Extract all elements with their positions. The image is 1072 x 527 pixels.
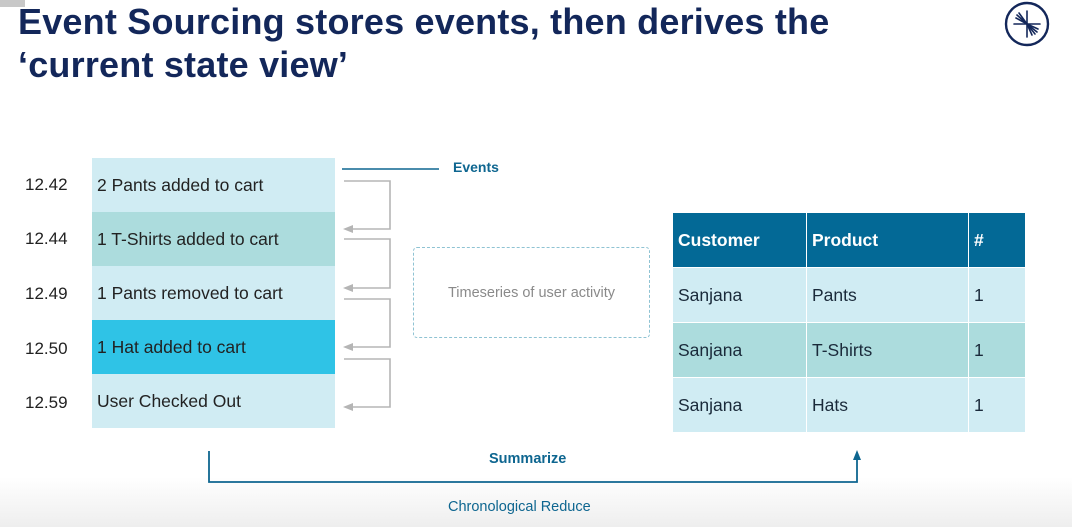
title-line-2: ‘current state view’	[18, 44, 349, 85]
corner-mark	[0, 0, 25, 7]
event-text: User Checked Out	[97, 390, 241, 411]
arrow-head-icon	[343, 225, 353, 233]
arrow-up-icon	[853, 450, 861, 460]
starburst-circle-logo-icon	[1004, 1, 1050, 47]
summarize-bracket	[208, 451, 858, 483]
event-text: 1 T-Shirts added to cart	[97, 228, 279, 249]
event-time: 12.44	[25, 229, 68, 248]
event-row: 1 T-Shirts added to cart	[92, 212, 335, 266]
cell-product: Pants	[806, 267, 969, 323]
header-customer: Customer	[672, 212, 807, 268]
event-text: 1 Hat added to cart	[97, 336, 246, 357]
transition-arrow	[344, 180, 391, 230]
bottom-fade	[0, 477, 1072, 527]
event-time: 12.50	[25, 339, 68, 358]
cell-count: 1	[968, 377, 1026, 433]
event-time: 12.42	[25, 175, 68, 194]
table-header-row: Customer Product #	[672, 212, 1026, 268]
arrow-head-icon	[343, 284, 353, 292]
event-time: 12.49	[25, 284, 68, 303]
cell-customer: Sanjana	[672, 267, 807, 323]
event-row: 1 Pants removed to cart	[92, 266, 335, 320]
timeseries-box: Timeseries of user activity	[413, 247, 650, 338]
title-line-1: Event Sourcing stores events, then deriv…	[18, 1, 830, 42]
event-text: 2 Pants added to cart	[97, 174, 264, 195]
cell-product: Hats	[806, 377, 969, 433]
header-count: #	[968, 212, 1026, 268]
header-product: Product	[806, 212, 969, 268]
event-row-highlighted: 1 Hat added to cart	[92, 320, 335, 374]
cell-count: 1	[968, 322, 1026, 378]
event-row: 2 Pants added to cart	[92, 158, 335, 212]
event-time: 12.59	[25, 393, 68, 412]
transition-arrow	[344, 298, 391, 348]
cell-count: 1	[968, 267, 1026, 323]
table-row: Sanjana Pants 1	[672, 267, 1026, 323]
current-state-table: Customer Product # Sanjana Pants 1 Sanja…	[672, 212, 1026, 433]
table-row: Sanjana T-Shirts 1	[672, 322, 1026, 378]
table-row: Sanjana Hats 1	[672, 377, 1026, 433]
timeseries-label: Timeseries of user activity	[447, 284, 616, 301]
chronological-reduce-label: Chronological Reduce	[448, 499, 591, 515]
arrow-head-icon	[343, 403, 353, 411]
slide-title: Event Sourcing stores events, then deriv…	[18, 0, 829, 86]
cell-customer: Sanjana	[672, 322, 807, 378]
event-text: 1 Pants removed to cart	[97, 282, 283, 303]
summarize-label: Summarize	[489, 451, 567, 467]
event-row: User Checked Out	[92, 374, 335, 428]
cell-product: T-Shirts	[806, 322, 969, 378]
transition-arrow	[344, 238, 391, 289]
cell-customer: Sanjana	[672, 377, 807, 433]
arrow-head-icon	[343, 343, 353, 351]
transition-arrow	[344, 358, 391, 408]
events-label: Events	[453, 159, 499, 175]
